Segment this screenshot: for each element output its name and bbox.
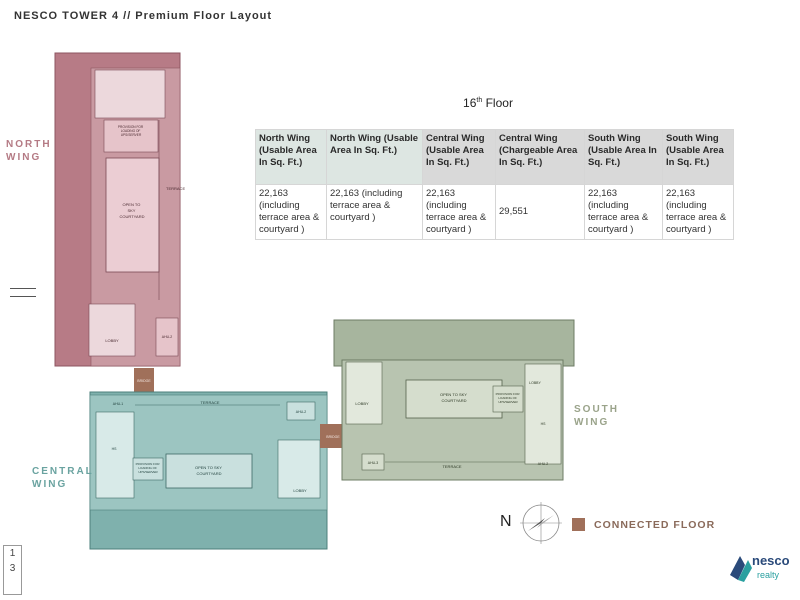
table-header-cell: North Wing (Usable Area In Sq. Ft.) <box>255 129 327 185</box>
north-wing: TERRACE OPEN TO SKY COURTYARD PROVISION … <box>54 52 185 367</box>
north-service-block <box>94 69 166 119</box>
north-courtyard-label: OPEN TO SKY COURTYARD <box>120 202 145 219</box>
central-wing: TERRACE OPEN TO SKY COURTYARD PROVISION … <box>89 391 328 550</box>
logo-subword: realty <box>757 570 780 580</box>
area-table: North Wing (Usable Area In Sq. Ft.) Nort… <box>255 129 734 240</box>
central-hs-label: HS <box>112 447 118 451</box>
south-provision-label: PROVISION FOR LOADING OF UPS/SERVER <box>496 392 521 404</box>
table-cell: 29,551 <box>495 184 585 240</box>
table-header-cell: Central Wing (Chargeable Area In Sq. Ft.… <box>495 129 585 185</box>
south-courtyard-label: OPEN TO SKY COURTYARD <box>440 392 468 403</box>
central-ahu-room <box>286 401 316 421</box>
south-courtyard <box>405 379 503 419</box>
south-provision-room <box>492 385 524 413</box>
page-number-box: 1 3 <box>3 545 22 595</box>
central-courtyard <box>165 453 253 489</box>
south-lobby-label-right: LOBBY <box>529 381 541 385</box>
compass-north-letter: N <box>500 513 512 530</box>
table-header-row: North Wing (Usable Area In Sq. Ft.) Nort… <box>255 129 734 185</box>
south-wing-top-slab <box>333 319 575 367</box>
table-header-cell: Central Wing (Usable Area In Sq. Ft.) <box>422 129 496 185</box>
side-marker-line <box>10 296 36 297</box>
compass-icon <box>520 502 562 544</box>
north-lobby-label: LOBBY <box>105 338 119 343</box>
central-ahu2-label: AHU-2 <box>296 410 307 414</box>
north-ahu-room <box>155 317 179 357</box>
south-ahu2-label: AHU-2 <box>538 462 549 466</box>
south-lobby-block <box>345 361 383 425</box>
central-courtyard-label: OPEN TO SKY COURTYARD <box>195 465 223 476</box>
bridge-north-central <box>134 368 154 392</box>
central-lobby-block <box>277 439 321 499</box>
page-number-digit: 3 <box>9 563 16 574</box>
south-hs-label: HS <box>541 422 547 426</box>
page-number-digit: 1 <box>9 548 16 559</box>
table-header-cell: South Wing (Usable Area In Sq. Ft.) <box>584 129 663 185</box>
north-provision-label: PROVISION FOR LOADING OF UPS/SERVER <box>118 125 144 137</box>
north-courtyard <box>105 157 160 273</box>
central-ahu1-label: AHU-1 <box>113 402 124 406</box>
central-lobby-label: LOBBY <box>293 488 307 493</box>
central-provision-room <box>132 457 164 481</box>
logo-word: nesco <box>752 553 790 568</box>
floor-label: 16th Floor <box>463 96 513 110</box>
table-cell: 22,163 (including terrace area & courtya… <box>255 184 327 240</box>
south-service-right <box>524 363 562 465</box>
bridge-label-south: BRIDGE <box>326 435 340 439</box>
south-ahu3-label: AHU-3 <box>368 461 379 465</box>
table-row: 22,163 (including terrace area & courtya… <box>255 184 734 240</box>
north-provision-room <box>103 119 159 153</box>
table-cell: 22,163 (including terrace area & courtya… <box>422 184 496 240</box>
table-cell: 22,163 (including terrace area & courtya… <box>662 184 734 240</box>
north-terrace-label: TERRACE <box>166 186 185 191</box>
central-terrace-label: TERRACE <box>200 400 219 405</box>
nesco-logo-icon <box>730 556 752 582</box>
legend-label: CONNECTED FLOOR <box>594 519 716 531</box>
south-terrace-label: TERRACE <box>442 464 461 469</box>
table-cell: 22,163 (including terrace area & courtya… <box>584 184 663 240</box>
table-cell: 22,163 (including terrace area & courtya… <box>326 184 423 240</box>
page-title: NESCO TOWER 4 // Premium Floor Layout <box>14 10 273 22</box>
side-marker-line <box>10 288 36 289</box>
south-lobby-label: LOBBY <box>355 401 369 406</box>
north-lobby-block <box>88 303 136 357</box>
south-ahu3-room <box>361 453 385 471</box>
north-ahu-label: AHU-2 <box>162 335 173 339</box>
south-wing: TERRACE OPEN TO SKY COURTYARD PROVISION … <box>333 319 575 481</box>
legend-swatch <box>572 518 585 531</box>
bridge-label-north: BRIDGE <box>137 379 151 383</box>
central-provision-label: PROVISION FOR LOADING OF UPS/SERVER <box>136 462 161 474</box>
central-service-left <box>95 411 135 499</box>
